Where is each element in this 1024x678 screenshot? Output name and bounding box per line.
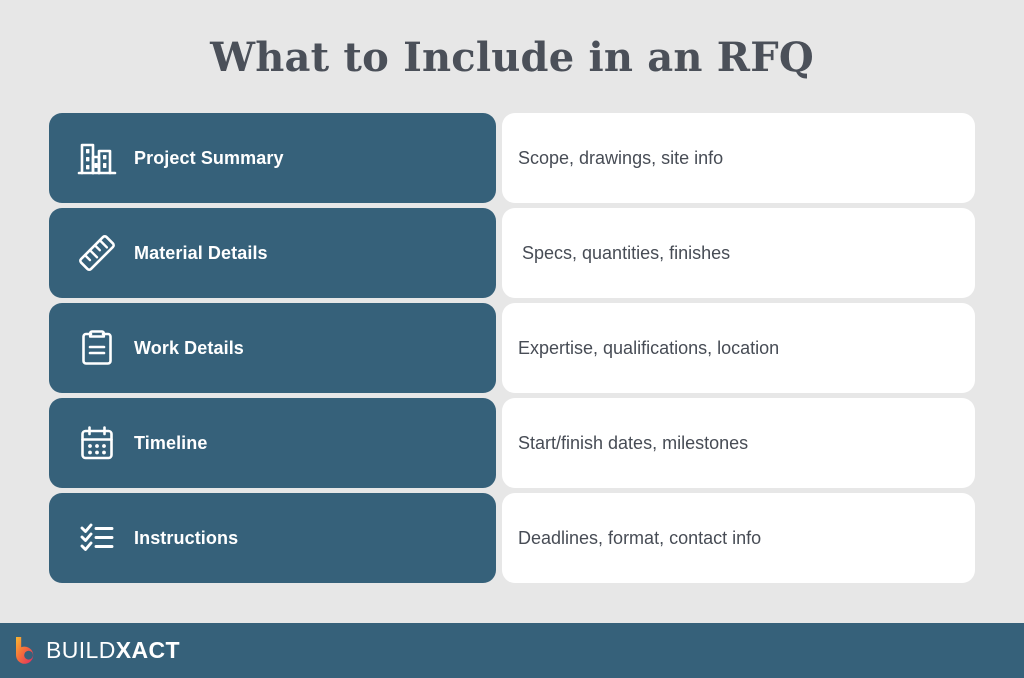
table-row: Instructions Deadlines, format, contact … xyxy=(0,493,1024,583)
footer-bar: BUILDXACT xyxy=(0,623,1024,678)
logo-text-build: BUILD xyxy=(46,637,116,663)
row-desc-card-timeline: Start/finish dates, milestones xyxy=(502,398,975,488)
row-label-card-instructions[interactable]: Instructions xyxy=(49,493,496,583)
row-description: Expertise, qualifications, location xyxy=(518,337,780,358)
row-label: Instructions xyxy=(134,527,239,548)
table-row: Work Details Expertise, qualifications, … xyxy=(0,303,1024,393)
buildxact-b-icon xyxy=(16,636,34,664)
ruler-icon xyxy=(74,230,120,276)
row-label-card-work-details[interactable]: Work Details xyxy=(49,303,496,393)
row-desc-card-work-details: Expertise, qualifications, location xyxy=(502,303,975,393)
checklist-icon xyxy=(74,515,120,561)
row-description: Start/finish dates, milestones xyxy=(518,432,749,453)
table-row: Project Summary Scope, drawings, site in… xyxy=(0,113,1024,203)
building-icon xyxy=(74,135,120,181)
row-description: Specs, quantities, finishes xyxy=(522,242,731,263)
row-label: Project Summary xyxy=(134,147,284,168)
logo-text-xact: XACT xyxy=(115,637,180,663)
buildxact-wordmark: BUILDXACT xyxy=(46,639,180,662)
row-desc-card-instructions: Deadlines, format, contact info xyxy=(502,493,975,583)
row-label: Work Details xyxy=(134,337,244,358)
row-description: Scope, drawings, site info xyxy=(518,147,724,168)
table-row: Timeline Start/finish dates, milestones xyxy=(0,398,1024,488)
row-description: Deadlines, format, contact info xyxy=(518,527,762,548)
buildxact-logo[interactable]: BUILDXACT xyxy=(14,636,180,666)
row-label: Timeline xyxy=(134,432,208,453)
row-label-card-timeline[interactable]: Timeline xyxy=(49,398,496,488)
row-desc-card-material-details: Specs, quantities, finishes xyxy=(502,208,975,298)
rows-container: Project Summary Scope, drawings, site in… xyxy=(0,113,1024,588)
row-label-card-material-details[interactable]: Material Details xyxy=(49,208,496,298)
table-row: Material Details Specs, quantities, fini… xyxy=(0,208,1024,298)
clipboard-icon xyxy=(74,325,120,371)
row-label: Material Details xyxy=(134,242,268,263)
calendar-icon xyxy=(74,420,120,466)
row-desc-card-project-summary: Scope, drawings, site info xyxy=(502,113,975,203)
row-label-card-project-summary[interactable]: Project Summary xyxy=(49,113,496,203)
page-title: What to Include in an RFQ xyxy=(210,34,814,81)
